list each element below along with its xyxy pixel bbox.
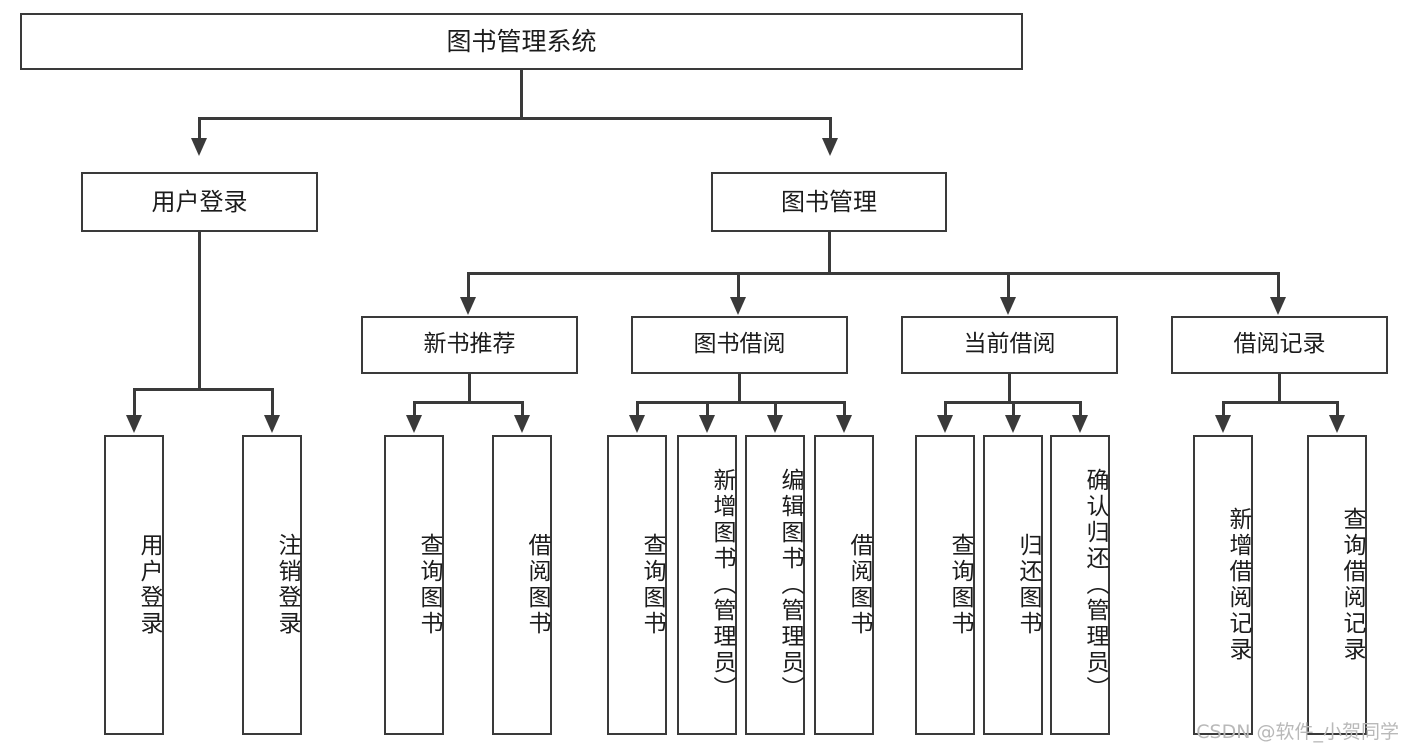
node-label: 用户登录 bbox=[136, 533, 162, 637]
connector-level2-bus bbox=[198, 117, 831, 120]
node-label: 新增借阅记录 bbox=[1225, 507, 1251, 663]
connector-user-login-drop-2 bbox=[271, 388, 274, 416]
arrowhead-current-borrow-2 bbox=[1005, 415, 1021, 433]
node-label: 用户登录 bbox=[151, 187, 248, 216]
node-label: 查询图书 bbox=[639, 533, 665, 637]
arrowhead-user-login-1 bbox=[126, 415, 142, 433]
connector-book-management-stem bbox=[828, 232, 831, 273]
node-label: 新书推荐 bbox=[423, 331, 516, 358]
node-label: 查询图书 bbox=[947, 533, 973, 637]
arrowhead-current-borrow-3 bbox=[1072, 415, 1088, 433]
arrowhead-level3-1 bbox=[460, 297, 476, 315]
connector-current-borrow-drop-2 bbox=[1012, 401, 1015, 416]
node-user-login[interactable]: 用户登录 bbox=[81, 172, 318, 232]
node-label: 图书管理 bbox=[781, 187, 877, 216]
arrowhead-level2-1 bbox=[191, 138, 207, 156]
arrowhead-level2-2 bbox=[822, 138, 838, 156]
node-label: 编辑图书（管理员） bbox=[777, 468, 803, 702]
connector-level3-drop-3 bbox=[1007, 272, 1010, 298]
leaf-user-login-login[interactable]: 用户登录 bbox=[104, 435, 164, 735]
connector-book-borrow-bus bbox=[636, 401, 845, 404]
connector-book-borrow-drop-2 bbox=[706, 401, 709, 416]
arrowhead-level3-4 bbox=[1270, 297, 1286, 315]
node-new-book-recommend[interactable]: 新书推荐 bbox=[361, 316, 578, 374]
connector-book-borrow-drop-4 bbox=[843, 401, 846, 416]
connector-new-book-drop-2 bbox=[521, 401, 524, 416]
connector-borrow-record-drop-1 bbox=[1222, 401, 1225, 416]
leaf-borrow-record-add-record[interactable]: 新增借阅记录 bbox=[1193, 435, 1253, 735]
node-label: 图书管理系统 bbox=[446, 26, 597, 56]
connector-current-borrow-drop-1 bbox=[944, 401, 947, 416]
node-current-borrow[interactable]: 当前借阅 bbox=[901, 316, 1118, 374]
leaf-current-borrow-confirm-return-admin[interactable]: 确认归还（管理员） bbox=[1050, 435, 1110, 735]
node-label: 借阅图书 bbox=[524, 533, 550, 637]
node-label: 注销登录 bbox=[274, 533, 300, 637]
connector-book-borrow-drop-3 bbox=[774, 401, 777, 416]
arrowhead-new-book-1 bbox=[406, 415, 422, 433]
leaf-book-borrow-edit-book-admin[interactable]: 编辑图书（管理员） bbox=[745, 435, 805, 735]
node-label: 当前借阅 bbox=[963, 331, 1056, 358]
node-label: 借阅记录 bbox=[1233, 331, 1326, 358]
connector-borrow-record-drop-2 bbox=[1336, 401, 1339, 416]
connector-level2-drop-1 bbox=[198, 117, 201, 139]
connector-level3-drop-1 bbox=[467, 272, 470, 298]
leaf-book-borrow-query-book[interactable]: 查询图书 bbox=[607, 435, 667, 735]
arrowhead-level3-2 bbox=[730, 297, 746, 315]
node-borrow-record[interactable]: 借阅记录 bbox=[1171, 316, 1388, 374]
node-label: 新增图书（管理员） bbox=[709, 468, 735, 702]
arrowhead-borrow-record-2 bbox=[1329, 415, 1345, 433]
arrowhead-book-borrow-1 bbox=[629, 415, 645, 433]
connector-current-borrow-drop-3 bbox=[1079, 401, 1082, 416]
connector-book-borrow-stem bbox=[738, 374, 741, 402]
connector-user-login-drop-1 bbox=[133, 388, 136, 416]
connector-root-stem bbox=[520, 70, 523, 118]
arrowhead-current-borrow-1 bbox=[937, 415, 953, 433]
leaf-current-borrow-query-book[interactable]: 查询图书 bbox=[915, 435, 975, 735]
connector-level3-drop-4 bbox=[1277, 272, 1280, 298]
connector-new-book-stem bbox=[468, 374, 471, 402]
arrowhead-book-borrow-2 bbox=[699, 415, 715, 433]
leaf-book-borrow-borrow-book[interactable]: 借阅图书 bbox=[814, 435, 874, 735]
node-book-borrow[interactable]: 图书借阅 bbox=[631, 316, 848, 374]
connector-current-borrow-stem bbox=[1008, 374, 1011, 402]
connector-new-book-drop-1 bbox=[413, 401, 416, 416]
connector-user-login-bus bbox=[133, 388, 271, 391]
connector-level3-bus bbox=[467, 272, 1278, 275]
connector-user-login-stem bbox=[198, 232, 201, 389]
connector-book-borrow-drop-1 bbox=[636, 401, 639, 416]
node-label: 图书借阅 bbox=[693, 331, 786, 358]
arrowhead-book-borrow-4 bbox=[836, 415, 852, 433]
arrowhead-user-login-2 bbox=[264, 415, 280, 433]
connector-level2-drop-2 bbox=[829, 117, 832, 139]
connector-borrow-record-bus bbox=[1222, 401, 1338, 404]
connector-level3-drop-2 bbox=[737, 272, 740, 298]
node-book-management[interactable]: 图书管理 bbox=[711, 172, 947, 232]
node-label: 查询图书 bbox=[416, 533, 442, 637]
arrowhead-level3-3 bbox=[1000, 297, 1016, 315]
connector-borrow-record-stem bbox=[1278, 374, 1281, 402]
leaf-borrow-record-query-record[interactable]: 查询借阅记录 bbox=[1307, 435, 1367, 735]
node-label: 归还图书 bbox=[1015, 533, 1041, 637]
node-label: 确认归还（管理员） bbox=[1082, 468, 1108, 702]
leaf-book-borrow-add-book-admin[interactable]: 新增图书（管理员） bbox=[677, 435, 737, 735]
node-root-book-management-system[interactable]: 图书管理系统 bbox=[20, 13, 1023, 70]
watermark: CSDN @软件_小贺同学 bbox=[1196, 721, 1399, 743]
node-label: 借阅图书 bbox=[846, 533, 872, 637]
leaf-new-book-query-book[interactable]: 查询图书 bbox=[384, 435, 444, 735]
arrowhead-new-book-2 bbox=[514, 415, 530, 433]
connector-new-book-bus bbox=[413, 401, 524, 404]
node-label: 查询借阅记录 bbox=[1339, 507, 1365, 663]
leaf-new-book-borrow-book[interactable]: 借阅图书 bbox=[492, 435, 552, 735]
leaf-user-login-logout[interactable]: 注销登录 bbox=[242, 435, 302, 735]
leaf-current-borrow-return-book[interactable]: 归还图书 bbox=[983, 435, 1043, 735]
arrowhead-borrow-record-1 bbox=[1215, 415, 1231, 433]
arrowhead-book-borrow-3 bbox=[767, 415, 783, 433]
